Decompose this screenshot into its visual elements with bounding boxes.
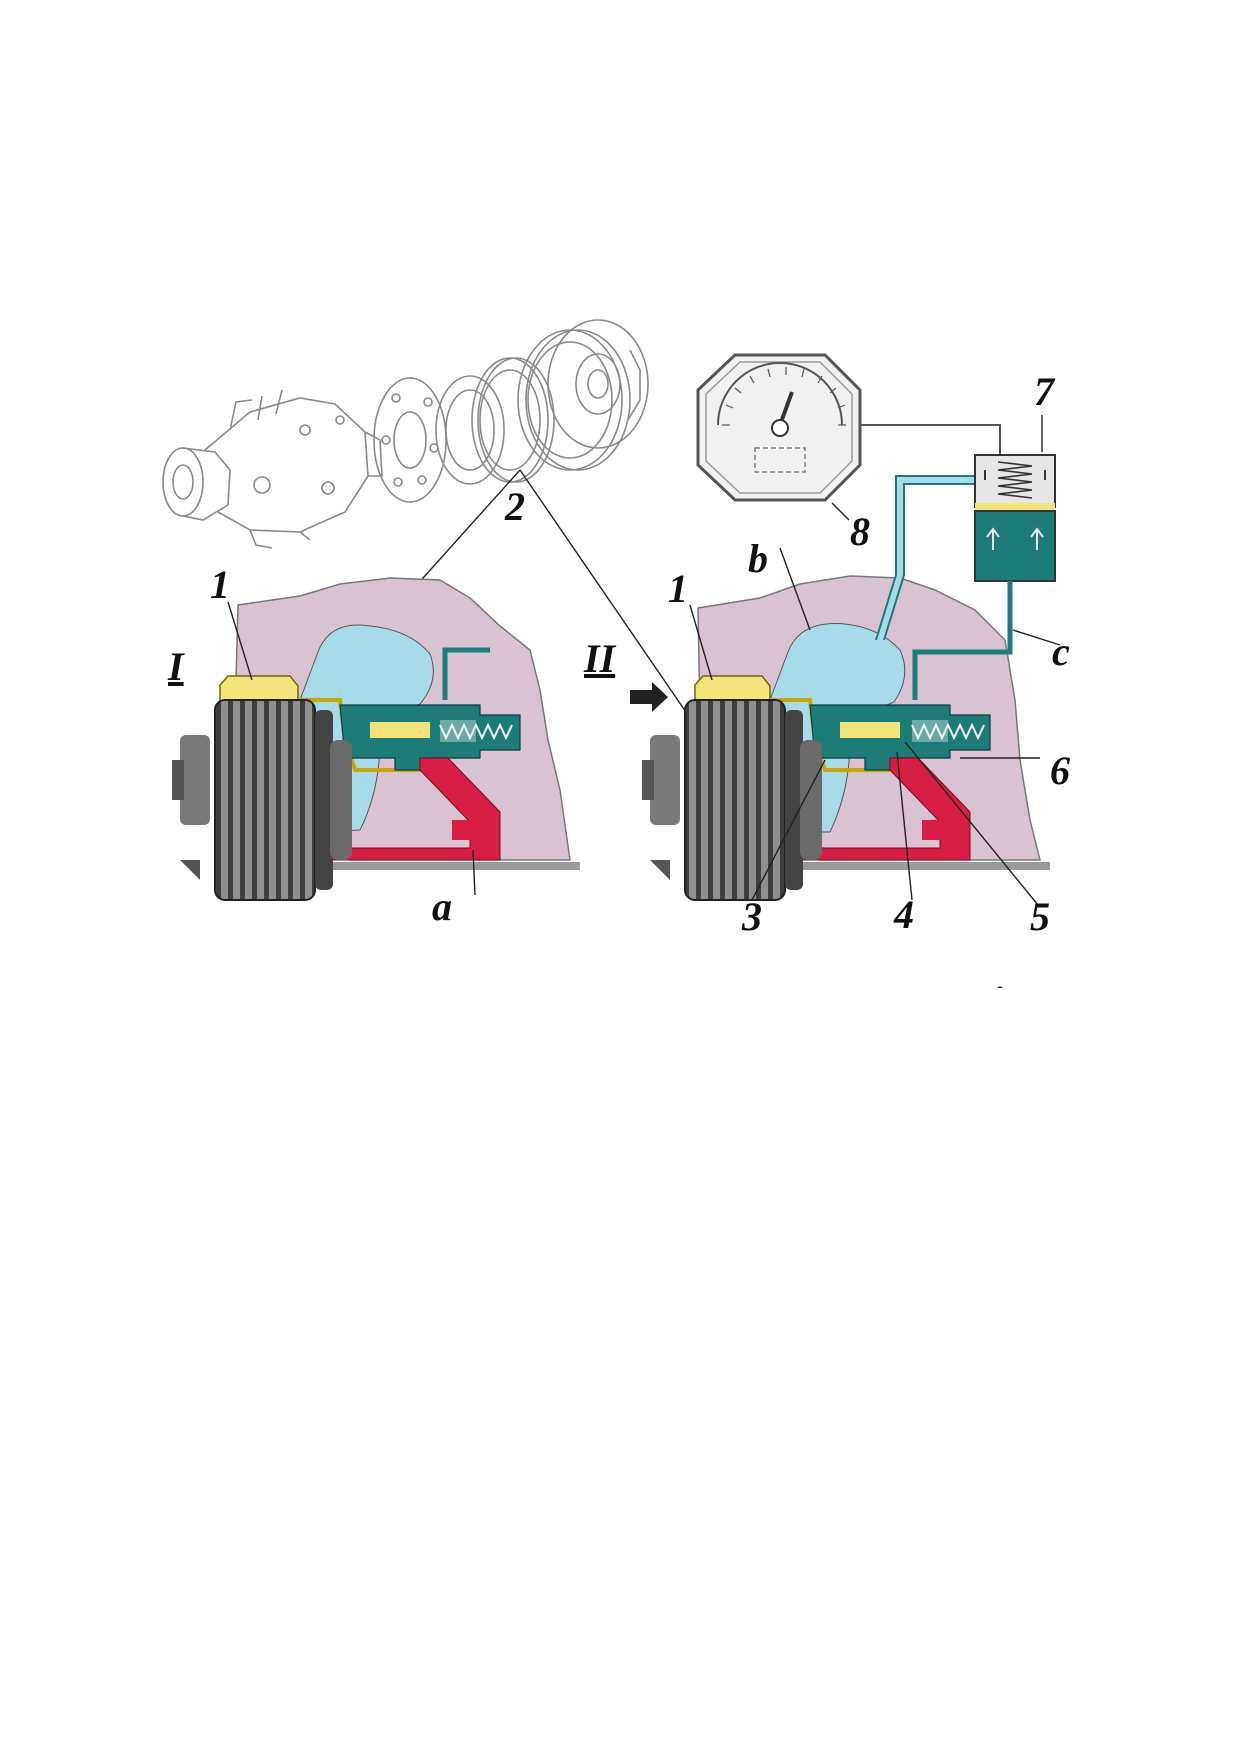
clutch-drum-I [172,699,352,901]
part-label-a: a [432,884,452,929]
part-label-5: 5 [1030,894,1050,939]
section-label-II: II [583,636,617,681]
clutch-cutaway-panel-II [630,475,1050,901]
valve-passage [442,647,490,700]
valve-spring [911,722,985,741]
exploded-gear-assembly-sketch [162,319,649,549]
section-label-I: I [167,644,185,689]
clutch-drum-II [642,699,822,901]
part-label-b: b [748,536,768,581]
flow-arrow [630,682,668,712]
part-label-7: 7 [1034,369,1056,414]
part-label-2: 2 [504,484,525,529]
clutch-cutaway-panel-I [172,577,580,901]
leader-lines [227,415,1061,906]
pressure-gauge-8 [696,353,1001,502]
part-label-1-right: 1 [668,566,688,611]
label-2-leader-right [519,469,689,716]
valve-spring [439,722,513,741]
part-label-4: 4 [893,892,914,937]
oil-line-b [876,476,985,642]
stray-mark: - [997,976,1003,996]
part-label-3: 3 [741,894,762,939]
part-label-c: c [1052,629,1070,674]
part-label-8: 8 [850,509,870,554]
accumulator-7 [974,454,1056,652]
part-label-1-left: 1 [210,562,230,607]
part-label-6: 6 [1050,748,1070,793]
